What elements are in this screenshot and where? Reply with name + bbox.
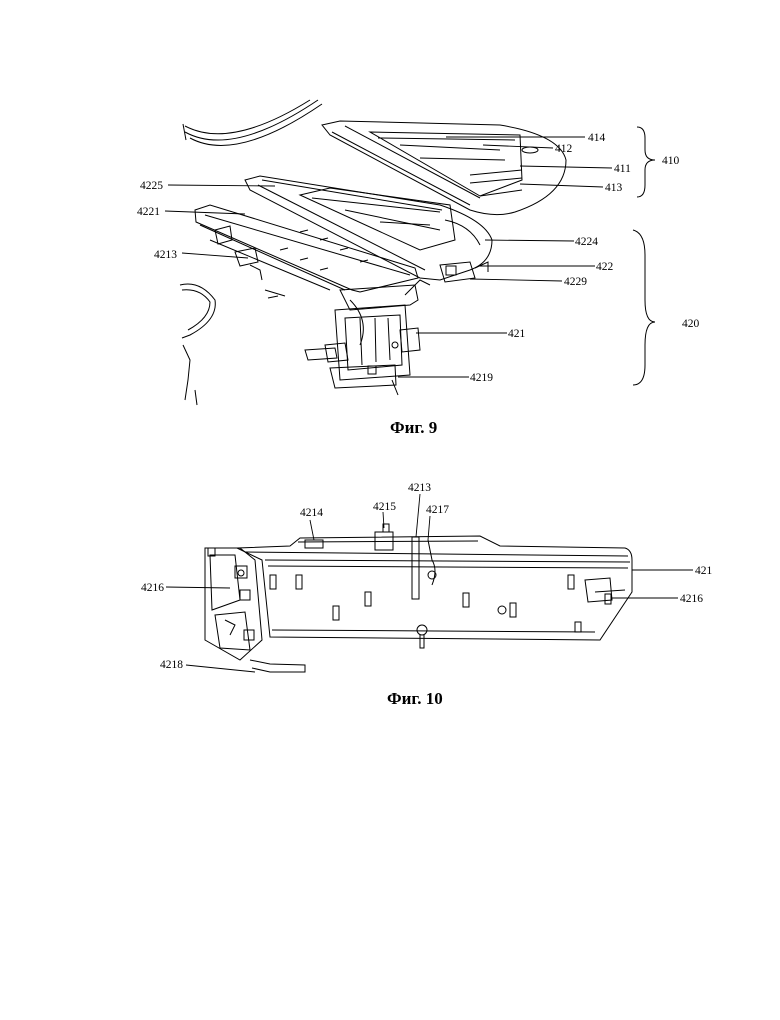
fig9-label-4224: 4224: [575, 236, 598, 248]
fig9-leader-lines: [165, 137, 612, 377]
fig9-label-411: 411: [614, 163, 631, 175]
fig9-label-412: 412: [555, 143, 573, 155]
fig10-label-421: 421: [695, 565, 713, 577]
fig9-brace-410: [637, 127, 655, 197]
fig9-label-414: 414: [588, 132, 606, 144]
fig9-round-object: [180, 284, 215, 405]
fig9-label-4213: 4213: [154, 249, 177, 261]
fig9-label-4225: 4225: [140, 180, 163, 192]
fig9-label-421: 421: [508, 328, 526, 340]
fig10-label-4216-left: 4216: [141, 582, 164, 594]
fig9-label-4229: 4229: [564, 276, 587, 288]
fig9-label-413: 413: [605, 182, 623, 194]
fig10-label-4218: 4218: [160, 659, 183, 671]
figure-10-drawing: [166, 494, 693, 672]
fig10-leader-lines: [166, 494, 693, 672]
fig10-label-4216-right: 4216: [680, 593, 703, 605]
fig9-label-422: 422: [596, 261, 614, 273]
fig9-plate-410: [322, 121, 566, 215]
figure-10-caption: Фиг. 10: [387, 689, 443, 709]
fig9-brace-420: [633, 230, 655, 385]
fig9-mechanism-421: [305, 280, 430, 395]
fig9-label-4219: 4219: [470, 372, 493, 384]
fig10-label-4213: 4213: [408, 482, 431, 494]
fig10-label-4215: 4215: [373, 501, 396, 513]
fig10-slots: [270, 575, 611, 632]
fig10-label-4214: 4214: [300, 507, 323, 519]
fig9-label-420: 420: [682, 318, 700, 330]
figure-9-caption: Фиг. 9: [390, 418, 437, 438]
fig10-label-4217: 4217: [426, 504, 449, 516]
fig9-tray-4225: [245, 176, 492, 282]
fig9-label-4221: 4221: [137, 206, 160, 218]
fig9-label-410: 410: [662, 155, 680, 167]
